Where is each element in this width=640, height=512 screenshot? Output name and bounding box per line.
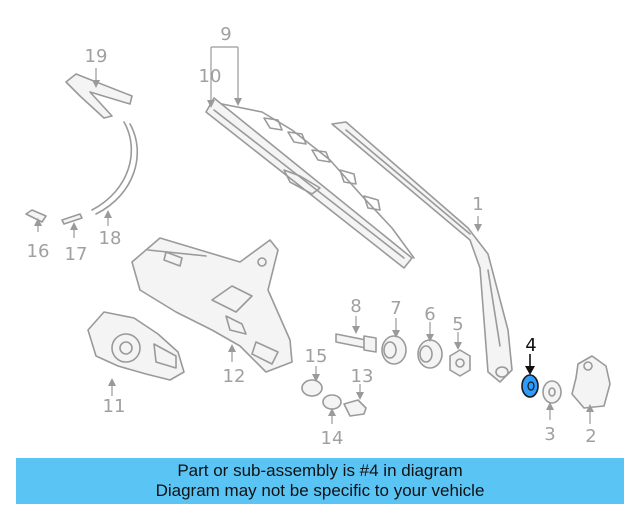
callout-2: 2 [585,426,596,447]
wiper-arm-shape [331,121,513,383]
callout-1: 1 [472,194,483,215]
part-11-shape [87,311,185,381]
callout-3: 3 [544,424,555,445]
callout-5: 5 [452,314,463,335]
callout-12: 12 [223,366,246,387]
callout-8: 8 [350,296,361,317]
callout-19: 19 [85,46,108,67]
callout-4: 4 [525,335,536,356]
part-4-highlighted-shape [521,374,539,398]
callout-14: 14 [321,428,344,449]
callout-10: 10 [199,66,222,87]
callout-11: 11 [103,396,126,417]
part-6-shape [417,339,443,369]
callout-15: 15 [305,346,328,367]
info-banner: Part or sub-assembly is #4 in diagram Di… [16,458,624,504]
part-15-shape [301,379,323,397]
parts-diagram: 9 10 19 16 17 18 1 8 7 6 5 4 12 11 15 13… [25,24,611,449]
part-3-shape [542,380,562,404]
part-18-shape [91,121,139,215]
callout-6: 6 [424,304,435,325]
banner-line-disclaimer: Diagram may not be specific to your vehi… [155,481,485,500]
part-17-shape [61,213,83,225]
part-14-shape [322,394,342,410]
callout-7: 7 [390,298,401,319]
leader-lines [34,46,594,424]
callout-18: 18 [99,228,122,249]
part-12-shape [131,237,293,373]
wiper-blade-shape [205,97,415,269]
callout-9: 9 [220,24,231,45]
callout-17: 17 [65,244,88,265]
part-2-shape [571,355,611,409]
banner-line-part-number: Part or sub-assembly is #4 in diagram [177,461,463,480]
callout-13: 13 [351,366,374,387]
callout-16: 16 [27,241,50,262]
part-8-shape [335,333,377,353]
part-16-shape [25,209,47,223]
part-5-shape [449,349,471,377]
part-13-shape [343,399,367,417]
part-7-shape [381,335,407,365]
